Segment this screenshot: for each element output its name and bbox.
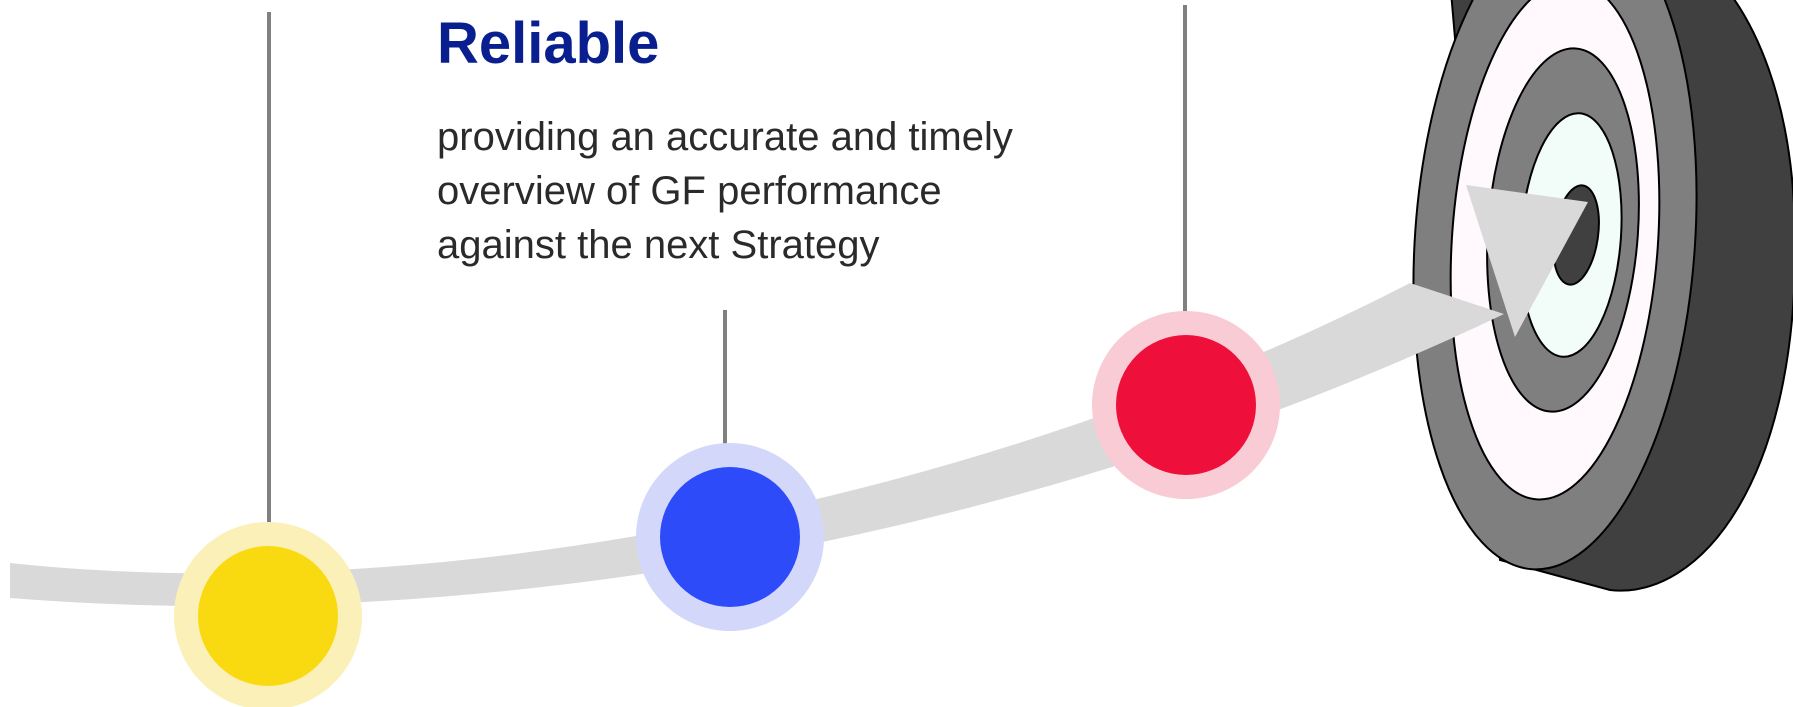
milestone-description: providing an accurate and timely overvie… xyxy=(437,110,1117,272)
description-line-3: against the next Strategy xyxy=(437,223,880,267)
milestone-title: Reliable xyxy=(437,11,660,76)
description-line-2: overview of GF performance xyxy=(437,169,942,213)
milestone-node-red xyxy=(1092,311,1280,499)
node-red xyxy=(1116,335,1256,475)
node-yellow xyxy=(198,546,338,686)
arrow-head xyxy=(1466,185,1588,337)
milestone-node-yellow xyxy=(174,522,362,707)
description-line-1: providing an accurate and timely xyxy=(437,115,1013,159)
node-blue xyxy=(660,467,800,607)
milestone-node-blue xyxy=(636,443,824,631)
bullseye-target-icon xyxy=(1412,0,1793,592)
